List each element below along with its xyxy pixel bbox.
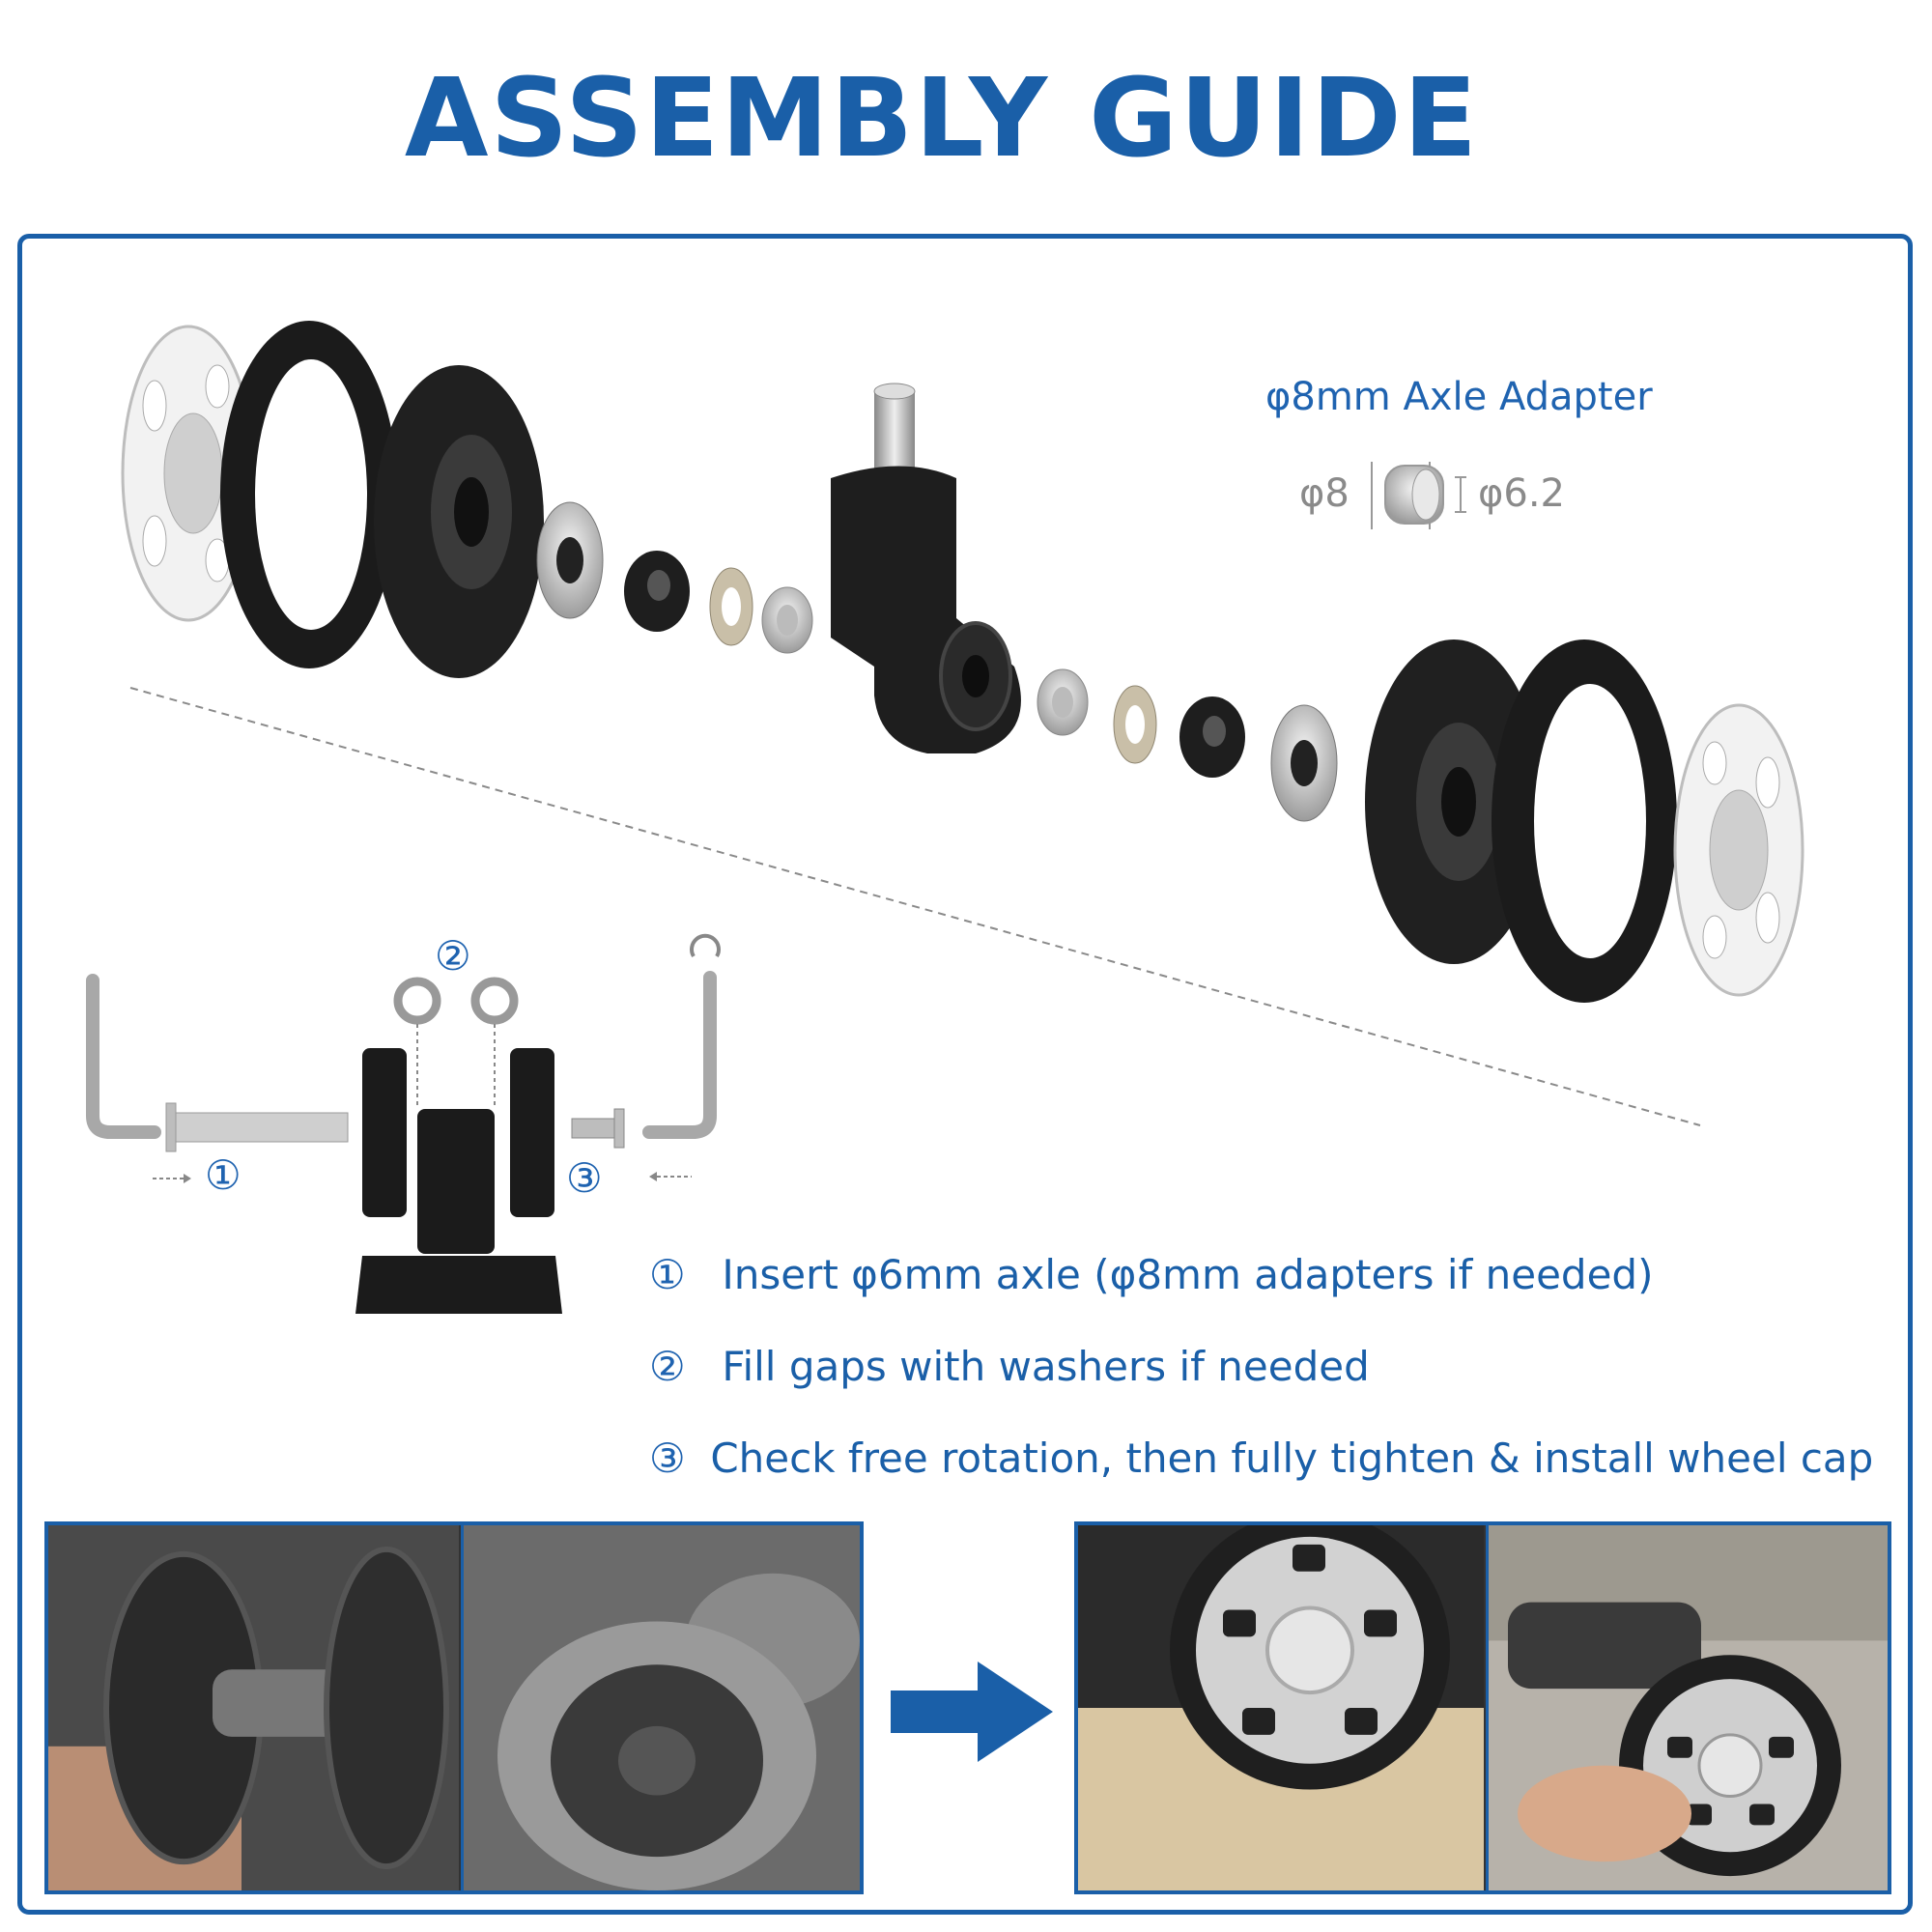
- arrow-right-icon: [891, 1662, 1053, 1762]
- wheel-hub-left: [374, 365, 544, 678]
- worn-wheel-photo-2: [461, 1525, 860, 1890]
- instruction-step-3: ③ Check free rotation, then fully tighte…: [649, 1435, 1873, 1482]
- tire-right: [1492, 639, 1677, 1003]
- bearing-right: [1270, 704, 1338, 822]
- step-number: ③: [649, 1435, 686, 1482]
- wheel-cap-left: [121, 325, 256, 622]
- new-wheel-photo-1: [1078, 1525, 1484, 1890]
- bearing-left: [536, 501, 604, 619]
- spacer-left: [624, 551, 690, 632]
- washer-left: [709, 567, 753, 646]
- adapter-inner-diameter: φ6.2: [1478, 471, 1565, 516]
- wheel-cap-right: [1673, 703, 1804, 997]
- page-title: ASSEMBLY GUIDE: [404, 56, 1480, 182]
- washer-icon-2: [470, 977, 519, 1025]
- hex-key-left: [86, 974, 161, 1139]
- diagram-step-3-marker: ③: [566, 1154, 603, 1202]
- axis-dashed-line: [129, 687, 1701, 1126]
- step-number: ②: [649, 1343, 686, 1390]
- before-photos: [44, 1521, 864, 1894]
- step-text: Fill gaps with washers if needed: [722, 1343, 1370, 1390]
- spacer-right: [1179, 696, 1245, 778]
- after-photos: [1074, 1521, 1891, 1894]
- screw-icon: [571, 1108, 625, 1149]
- worn-wheel-photo-1: [48, 1525, 459, 1890]
- step-number: ①: [649, 1251, 686, 1298]
- washer-icon-1: [393, 977, 441, 1025]
- instruction-step-1: ① Insert φ6mm axle (φ8mm adapters if nee…: [649, 1251, 1653, 1298]
- step-text: Check free rotation, then fully tighten …: [710, 1435, 1874, 1482]
- rotate-icon: [690, 933, 721, 958]
- tire-left: [220, 321, 398, 668]
- washer-right: [1113, 685, 1157, 764]
- new-wheel-photo-2: [1486, 1525, 1888, 1890]
- hex-key-right: [642, 971, 717, 1139]
- adapter-dimension-sketch: [1371, 462, 1466, 529]
- caster-fork: [831, 383, 1021, 753]
- diagram-wheel-right: [510, 1048, 554, 1217]
- diagram-step-1-marker: ①: [205, 1151, 242, 1199]
- exploded-view-illustration: [121, 321, 1804, 1126]
- assembly-diagram: [86, 933, 721, 1314]
- diagram-wheel-left: [362, 1048, 407, 1217]
- adapter-label: φ8mm Axle Adapter: [1265, 375, 1653, 419]
- adapter-outer-diameter: φ8: [1299, 471, 1350, 516]
- diagram-step-2-marker: ②: [435, 932, 471, 980]
- step-text: Insert φ6mm axle (φ8mm adapters if neede…: [722, 1251, 1654, 1298]
- axle-adapter-right: [1037, 668, 1089, 736]
- guide-frame: [17, 234, 1913, 1915]
- axle-rod: [165, 1102, 349, 1152]
- diagram-fork: [355, 1109, 562, 1314]
- axle-adapter-left: [761, 586, 813, 654]
- instruction-step-2: ② Fill gaps with washers if needed: [649, 1343, 1370, 1390]
